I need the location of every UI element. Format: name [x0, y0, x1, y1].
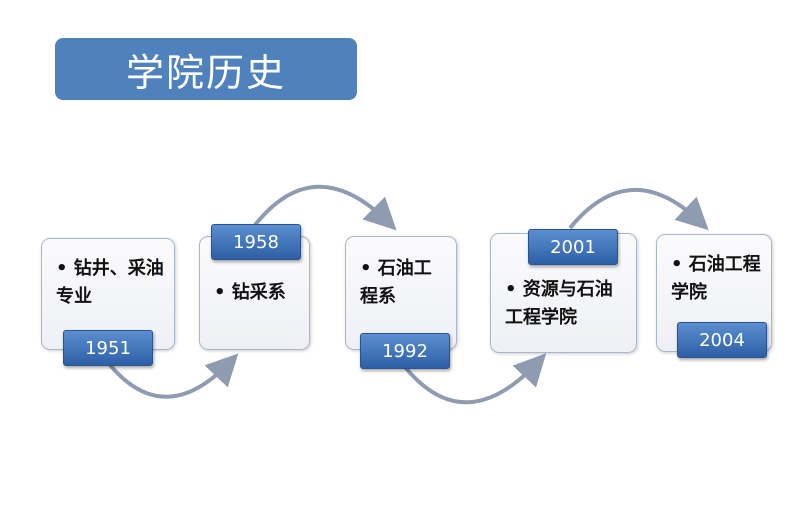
stage-text: • 石油工程学院 [671, 254, 761, 303]
year-label-2001: 2001 [528, 229, 618, 265]
year-label-1951: 1951 [63, 330, 153, 366]
stage-box-1992: • 石油工程系 [345, 236, 457, 350]
year-label-2004: 2004 [677, 322, 767, 358]
stage-text: • 钻井、采油专业 [56, 258, 164, 307]
year-label-1992: 1992 [360, 333, 450, 369]
arrow-1958-1992 [253, 184, 397, 231]
arrow-2001-2004 [568, 188, 709, 231]
arrow-1992-2001 [403, 353, 547, 405]
arrow-1951-1958 [108, 353, 239, 399]
slide-title: 学院历史 [55, 38, 357, 100]
stage-text: • 钻采系 [214, 282, 286, 303]
stage-text: • 石油工程系 [360, 258, 432, 307]
year-label-1958: 1958 [211, 224, 301, 260]
stage-text: • 资源与石油工程学院 [505, 279, 613, 328]
